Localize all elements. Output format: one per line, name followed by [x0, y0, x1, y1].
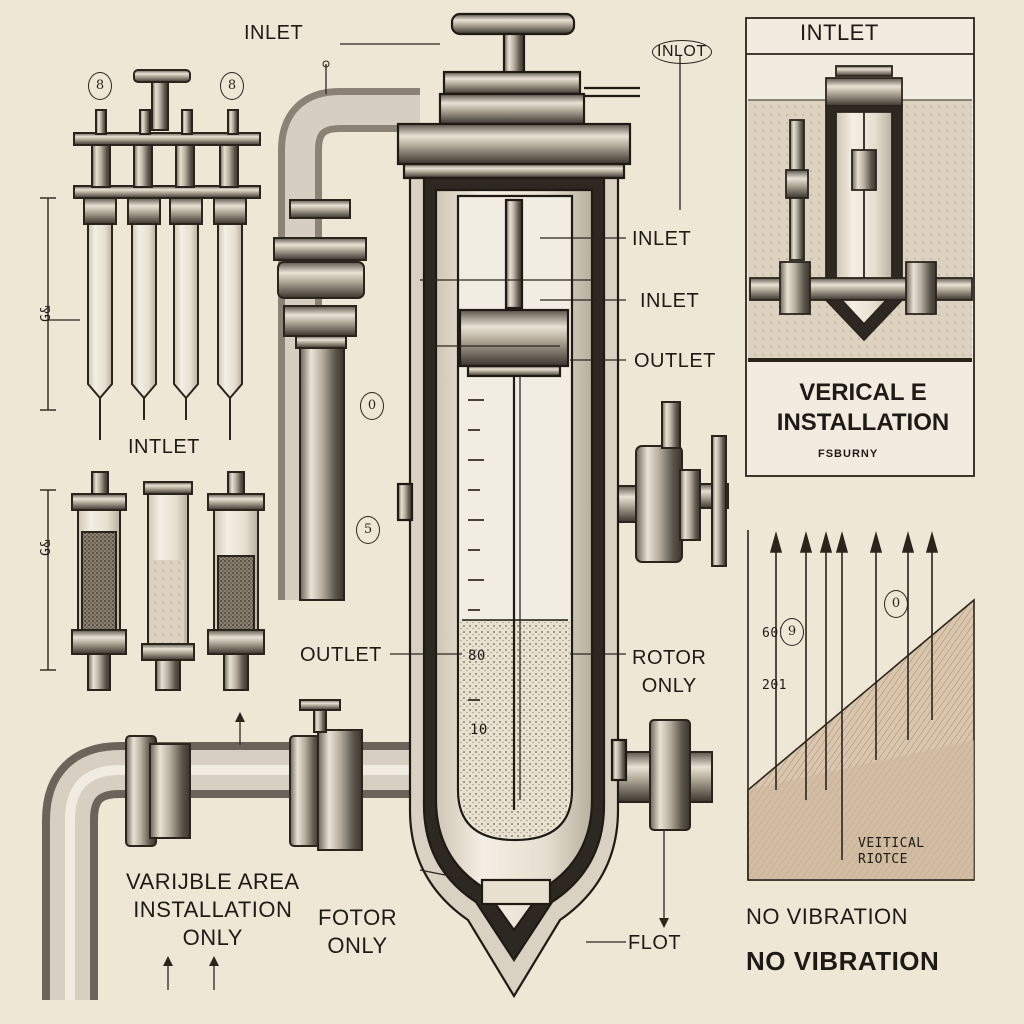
side-mark-top: G&	[38, 305, 54, 322]
badge-0: 0	[360, 392, 384, 420]
badge-inlot: INLOT	[652, 40, 712, 64]
leader-lines	[167, 43, 681, 990]
inlet-pipe	[273, 88, 420, 601]
label-variable-line2: INSTALLATION	[133, 897, 293, 922]
badge-9: 9	[780, 618, 804, 646]
label-inlet-2: INLET	[640, 290, 700, 312]
label-outlet-right: OUTLET	[634, 350, 716, 372]
label-fotor-only: FOTOR ONLY	[318, 904, 397, 960]
tube-rack	[40, 69, 261, 440]
graph-label-1: VEITICAL	[858, 836, 925, 851]
label-flot: FLOT	[628, 932, 682, 954]
label-intlet: INTLET	[128, 436, 200, 458]
label-rotor-only-word: ONLY	[641, 675, 697, 697]
scale-10: 10	[470, 722, 488, 738]
label-rotor-only: ROTOR ONLY	[632, 644, 706, 700]
inset-caption-line2: INSTALLATION	[776, 409, 950, 436]
scale-80: 80	[468, 648, 486, 664]
badge-8-left: 8	[88, 72, 112, 100]
label-outlet-left: OUTLET	[300, 644, 382, 666]
label-variable-line1: VARIJBLE AREA	[126, 869, 300, 894]
inset-sub: FSBURNY	[818, 448, 879, 460]
badge-0b: 0	[884, 590, 908, 618]
outlet-pipe	[42, 699, 713, 1000]
main-flowmeter	[396, 12, 640, 999]
vibration-graph	[747, 530, 975, 881]
label-variable-line3: ONLY	[182, 925, 243, 950]
graph-label-2: RIOTCE	[858, 852, 908, 867]
label-top-inlet: INLET	[244, 22, 304, 44]
label-fotor-only-word: ONLY	[327, 933, 388, 958]
inset-caption: VERICAL E INSTALLATION	[752, 378, 974, 438]
graph-tick-201: 201	[762, 678, 787, 693]
label-inlet-1: INLET	[632, 228, 692, 250]
label-variable-area: VARIJBLE AREA INSTALLATION ONLY	[126, 868, 300, 952]
label-rotor: ROTOR	[632, 647, 707, 669]
sample-vials	[40, 471, 265, 691]
label-fotor: FOTOR	[318, 905, 398, 930]
label-no-vibration-2: NO VIBRATION	[746, 946, 940, 976]
label-no-vibration-1: NO VIBRATION	[746, 904, 909, 929]
inset-caption-line1: VERICAL E	[799, 379, 927, 406]
inset-vertical-installation	[745, 17, 975, 477]
inset-title: INTLET	[800, 20, 879, 45]
arrowheads	[163, 60, 669, 966]
badge-5: 5	[356, 516, 380, 544]
side-mark-bottom: G&	[38, 539, 54, 556]
badge-8-right: 8	[220, 72, 244, 100]
